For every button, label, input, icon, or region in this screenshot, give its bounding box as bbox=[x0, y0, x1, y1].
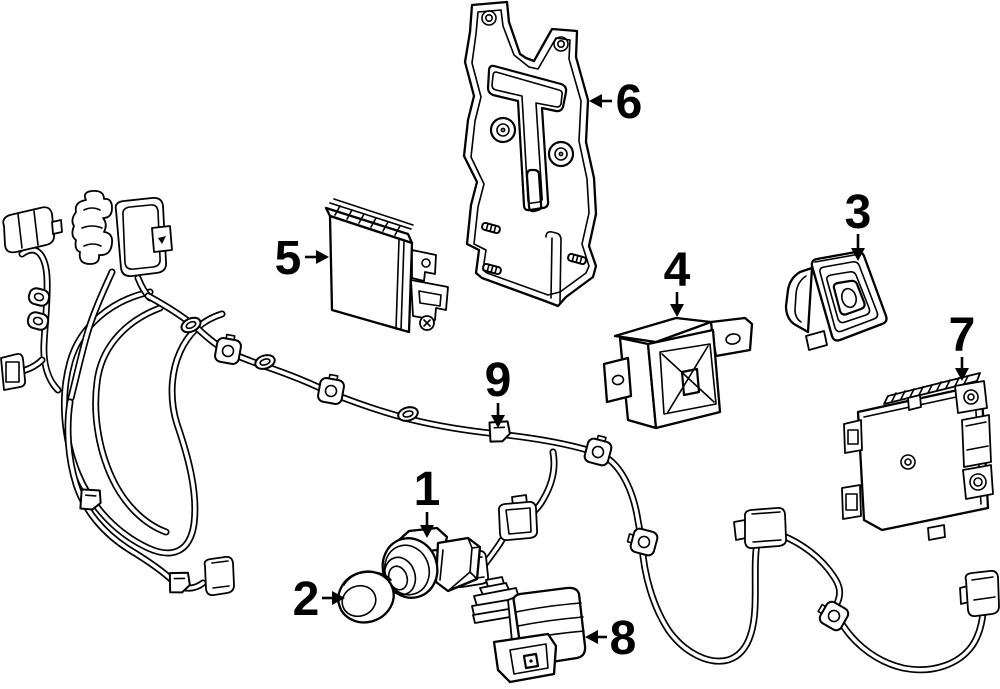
harness-connector-edge bbox=[0, 352, 27, 391]
callout-6-arrowhead bbox=[589, 94, 602, 108]
part-2-retainer-ring bbox=[337, 570, 395, 624]
callout-6-number: 6 bbox=[616, 76, 643, 129]
callout-4-arrowhead bbox=[670, 304, 684, 317]
harness-grommet bbox=[71, 190, 113, 265]
harness-branch-connector bbox=[497, 494, 539, 542]
callout-3[interactable]: 3 bbox=[845, 186, 872, 261]
callout-8-arrowhead bbox=[585, 630, 598, 644]
callout-9-arrowhead bbox=[491, 415, 505, 428]
callout-1-number: 1 bbox=[414, 463, 441, 516]
callout-9[interactable]: 9 bbox=[485, 354, 512, 428]
harness-inline-connector bbox=[733, 506, 788, 550]
part-3-camera-sensor bbox=[784, 250, 888, 351]
part-4-sensor-bracket bbox=[602, 316, 754, 430]
callout-4-number: 4 bbox=[664, 244, 691, 297]
callout-1-arrowhead bbox=[420, 525, 434, 538]
harness-connector-assembly bbox=[114, 197, 173, 277]
callout-9-number: 9 bbox=[485, 354, 512, 407]
part-5-control-module bbox=[324, 198, 449, 334]
callout-2-number: 2 bbox=[293, 573, 320, 626]
harness-connector-left bbox=[2, 206, 63, 254]
callout-7-arrowhead bbox=[955, 368, 969, 381]
part-7-module-assembly bbox=[841, 372, 994, 541]
harness-clip bbox=[213, 332, 244, 366]
callout-8-number: 8 bbox=[610, 612, 637, 665]
part-8-object-sensor bbox=[471, 576, 587, 684]
callout-6[interactable]: 6 bbox=[589, 76, 642, 129]
callout-5-arrowhead bbox=[316, 250, 329, 264]
callout-7-number: 7 bbox=[949, 309, 976, 362]
callout-3-number: 3 bbox=[845, 186, 872, 239]
callout-2[interactable]: 2 bbox=[293, 573, 345, 626]
part-6-mounting-bracket bbox=[462, 0, 598, 308]
callout-1[interactable]: 1 bbox=[414, 463, 441, 538]
callout-2-arrowhead bbox=[332, 591, 345, 605]
callout-3-arrowhead bbox=[851, 248, 865, 261]
callout-5[interactable]: 5 bbox=[275, 232, 329, 285]
callout-5-number: 5 bbox=[275, 232, 302, 285]
harness-tail-connector bbox=[203, 555, 235, 597]
harness-clip bbox=[316, 372, 347, 406]
callout-7[interactable]: 7 bbox=[949, 309, 976, 381]
harness-end-connector bbox=[959, 569, 1000, 618]
harness-clip bbox=[624, 525, 660, 558]
callout-8[interactable]: 8 bbox=[585, 612, 636, 665]
wiring-harness bbox=[0, 190, 1000, 670]
part-1-park-sensor bbox=[381, 526, 482, 599]
callout-4[interactable]: 4 bbox=[664, 244, 691, 317]
